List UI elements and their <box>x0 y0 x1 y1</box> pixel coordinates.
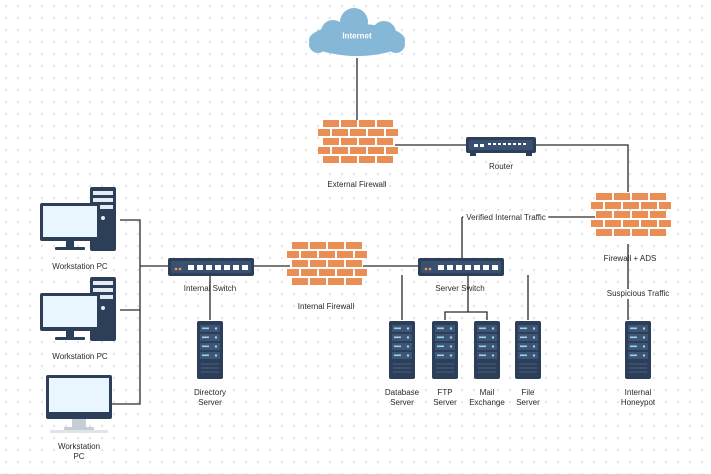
external-firewall <box>318 120 398 163</box>
external-firewall-label: External Firewall <box>327 180 387 189</box>
mail-exchange-label-line2: Exchange <box>469 398 505 407</box>
suspicious-traffic-label: Suspicious Traffic <box>603 289 673 299</box>
ftp-server-label: FTP Server <box>433 388 457 408</box>
internal-firewall <box>287 242 367 285</box>
ftp-server-icon <box>431 320 459 380</box>
file-server-label-line1: File <box>521 388 535 397</box>
mail-exchange-label-line1: Mail <box>479 388 495 397</box>
internal-honeypot-label-line2: Honeypot <box>620 398 656 407</box>
workstation-3-label-line2: PC <box>73 452 85 461</box>
mail-exchange-label: Mail Exchange <box>469 388 505 408</box>
file-server-icon <box>514 320 542 380</box>
directory-server-label-line2: Server <box>198 398 222 407</box>
internal-honeypot-label-line1: Internal <box>624 388 652 397</box>
workstation-3-label: Workstation PC <box>58 442 100 462</box>
ftp-server-label-line1: FTP <box>437 388 453 397</box>
workstation-1 <box>40 187 116 251</box>
database-server-label-line2: Server <box>390 398 414 407</box>
workstation-2-label: Workstation PC <box>52 352 108 361</box>
firewall-brick-icon <box>287 242 367 285</box>
desktop-pc-icon <box>40 277 116 341</box>
switch-icon <box>418 258 504 276</box>
internal-switch <box>168 258 254 276</box>
router-label: Router <box>488 162 514 171</box>
internal-honeypot-label: Internal Honeypot <box>621 388 655 408</box>
imac-icon <box>46 375 112 433</box>
switch-icon <box>168 258 254 276</box>
internal-switch-label: Internal Switch <box>183 284 237 293</box>
directory-server-icon <box>196 320 224 380</box>
router <box>466 137 536 156</box>
database-server-label-line1: Database <box>384 388 420 397</box>
router-icon <box>466 137 536 156</box>
internal-firewall-label: Internal Firewall <box>297 302 355 311</box>
server-switch-label: Server Switch <box>435 284 485 293</box>
directory-server-label: Directory Server <box>194 388 226 408</box>
firewall-brick-icon <box>591 193 671 236</box>
database-server-label: Database Server <box>385 388 419 408</box>
internal-honeypot-icon <box>624 320 652 380</box>
connections <box>112 58 629 405</box>
workstation-2 <box>40 277 116 341</box>
internet-label: Internet <box>342 31 372 41</box>
workstation-3-label-line1: Workstation <box>57 442 101 451</box>
cloud-icon <box>309 8 405 56</box>
workstation-3 <box>46 375 112 433</box>
firewall-ads-label: Firewall + ADS <box>603 254 657 263</box>
desktop-pc-icon <box>40 187 116 251</box>
ftp-server-label-line2: Server <box>433 398 457 407</box>
directory-server-label-line1: Directory <box>193 388 227 397</box>
workstation-1-label: Workstation PC <box>52 262 108 271</box>
verified-traffic-label: Verified Internal Traffic <box>463 213 549 223</box>
server-switch <box>418 258 504 276</box>
firewall-brick-icon <box>318 120 398 163</box>
file-server-label-line2: Server <box>516 398 540 407</box>
mail-exchange-icon <box>473 320 501 380</box>
firewall-ads <box>591 193 671 236</box>
database-server-icon <box>388 320 416 380</box>
file-server-label: File Server <box>516 388 540 408</box>
internet-cloud <box>309 8 405 56</box>
